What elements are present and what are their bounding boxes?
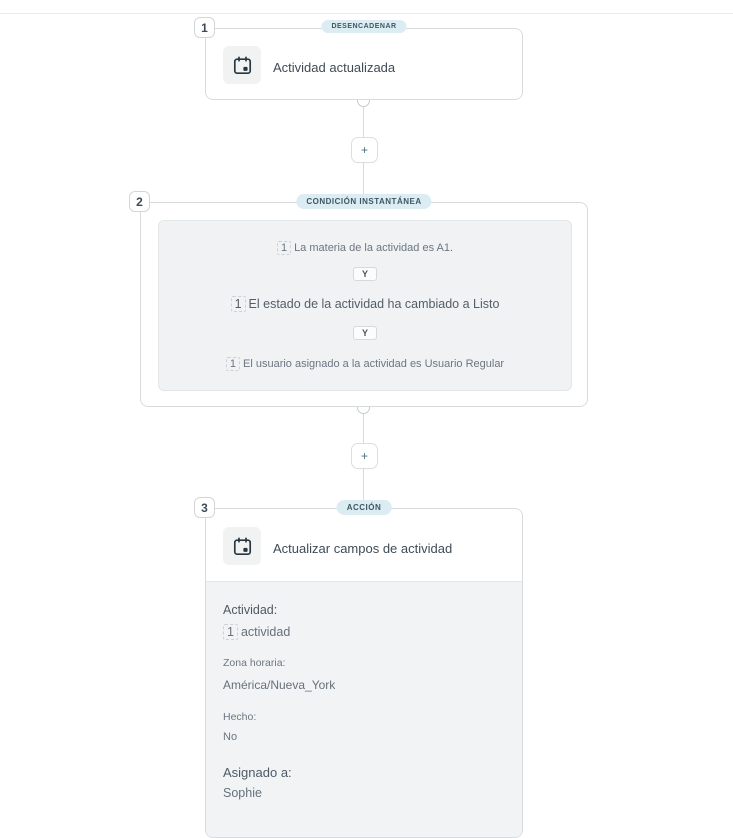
plus-icon: + (360, 143, 368, 157)
field-value: América/Nueva_York (223, 678, 336, 692)
step-number-badge: 1 (194, 17, 215, 38)
condition-count-chip: 1 (225, 357, 240, 371)
step-number: 1 (201, 20, 208, 35)
add-step-button[interactable]: + (351, 443, 378, 469)
and-operator-chip: Y (352, 267, 378, 281)
workflow-canvas: + + 1 DESENCADENAR Actividad actualizada… (0, 13, 733, 838)
step-number: 3 (201, 500, 208, 515)
calendar-icon (233, 55, 251, 74)
field-value: Sophie (223, 786, 262, 800)
connector-line (363, 162, 364, 203)
field-label: Zona horaria: (223, 657, 286, 669)
step-type-pill: DESENCADENAR (321, 20, 407, 33)
step-number-badge: 3 (194, 497, 215, 518)
step-title: Actualizar campos de actividad (273, 541, 453, 556)
field-value: No (223, 731, 238, 743)
and-operator-chip: Y (352, 326, 378, 340)
top-divider (0, 13, 733, 14)
plus-icon: + (360, 449, 368, 463)
action-card-divider (206, 581, 522, 582)
connector-line (363, 468, 364, 509)
step-card-trigger[interactable]: Actividad actualizada (205, 28, 523, 100)
field-label: Actividad: (223, 603, 278, 617)
condition-count-chip: 1 (276, 241, 292, 255)
condition-text: El estado de la actividad ha cambiado a … (248, 297, 500, 311)
step-type-pill: ACCIÓN (336, 500, 392, 515)
step-type-label: DESENCADENAR (331, 23, 397, 30)
add-step-button[interactable]: + (351, 137, 378, 163)
condition-count-chip: 1 (230, 296, 246, 312)
step-type-label: CONDICIÓN INSTANTÁNEA (306, 197, 422, 206)
condition-text: El usuario asignado a la actividad es Us… (243, 358, 505, 370)
calendar-icon (233, 536, 251, 555)
step-number-badge: 2 (129, 191, 150, 212)
field-label: Asignado a: (223, 765, 292, 780)
step-type-label: ACCIÓN (346, 503, 382, 512)
field-label: Hecho: (223, 711, 257, 723)
connector-line (363, 407, 364, 444)
condition-text: La materia de la actividad es A1. (294, 242, 454, 254)
step-title: Actividad actualizada (273, 60, 396, 75)
action-icon-tile (223, 527, 261, 565)
connector-line (363, 100, 364, 138)
trigger-icon-tile (223, 46, 261, 84)
step-type-pill: CONDICIÓN INSTANTÁNEA (296, 194, 432, 209)
step-number: 2 (136, 194, 143, 209)
field-count-chip: 1 (223, 624, 238, 640)
step-card-action[interactable]: Actualizar campos de actividad Actividad… (205, 508, 523, 838)
field-value-text: actividad (240, 625, 291, 639)
